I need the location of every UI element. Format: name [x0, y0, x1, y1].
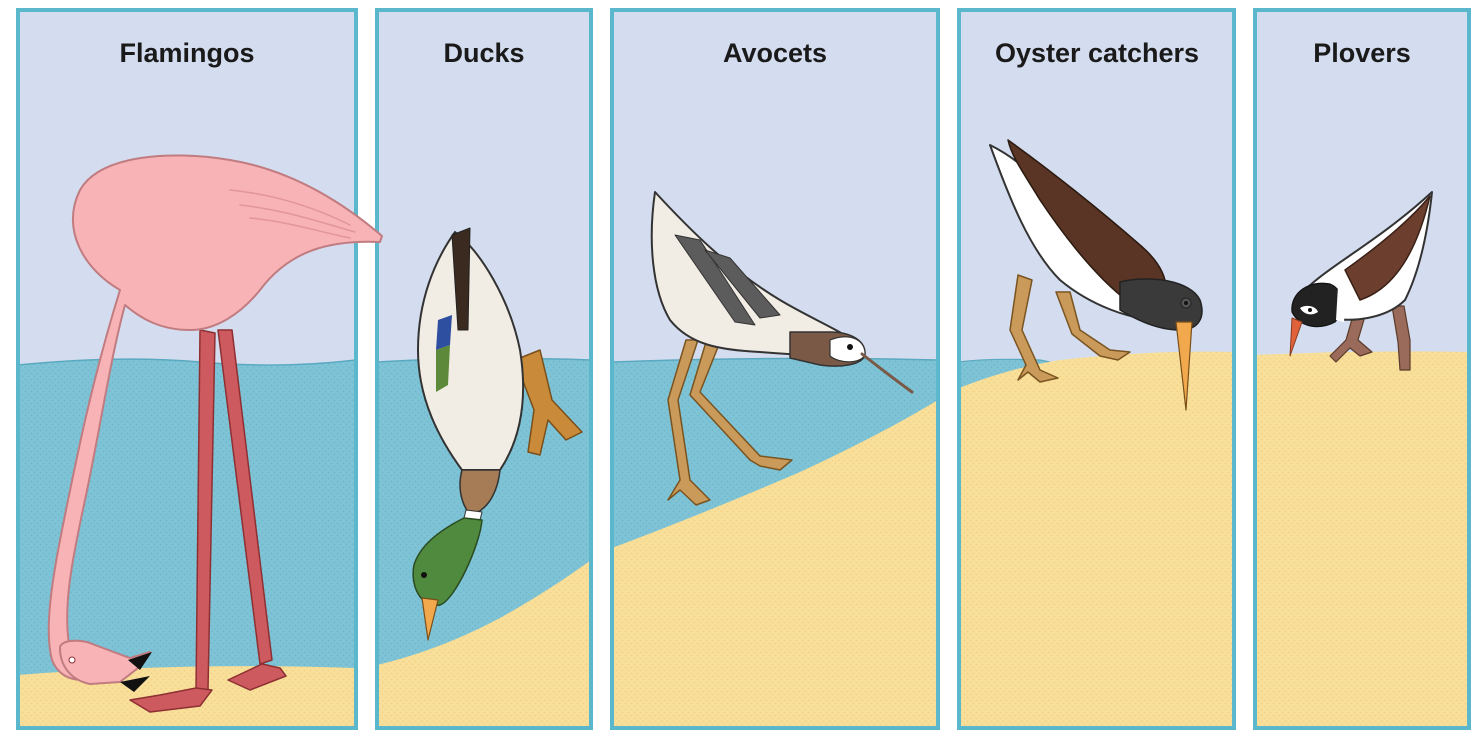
oystercatcher-pupil — [1184, 301, 1188, 305]
panel-avocets-scene — [612, 10, 938, 728]
panel-flamingos-scene — [18, 10, 356, 728]
panel-plovers: Plovers — [1255, 10, 1469, 728]
panel-title: Ducks — [443, 38, 524, 68]
flamingo-eye — [69, 657, 75, 663]
panel-avocets: Avocets — [612, 10, 938, 728]
avocet-eye — [847, 344, 853, 350]
panel-title: Plovers — [1313, 38, 1411, 68]
panel-oyster-catchers-scene — [959, 10, 1234, 728]
sand — [1255, 351, 1469, 728]
duck-wing — [436, 345, 450, 392]
panel-title: Oyster catchers — [995, 38, 1199, 68]
sand — [959, 352, 1234, 728]
panel-title: Avocets — [723, 38, 827, 68]
duck-eye — [421, 572, 427, 578]
plover-eye — [1308, 308, 1312, 312]
panel-flamingos: Flamingos — [18, 10, 356, 728]
panel-title: Flamingos — [119, 38, 254, 68]
panel-plovers-scene — [1255, 10, 1469, 728]
duck-speculum — [436, 315, 452, 350]
panel-oyster-catchers: Oyster catchers — [959, 10, 1234, 728]
